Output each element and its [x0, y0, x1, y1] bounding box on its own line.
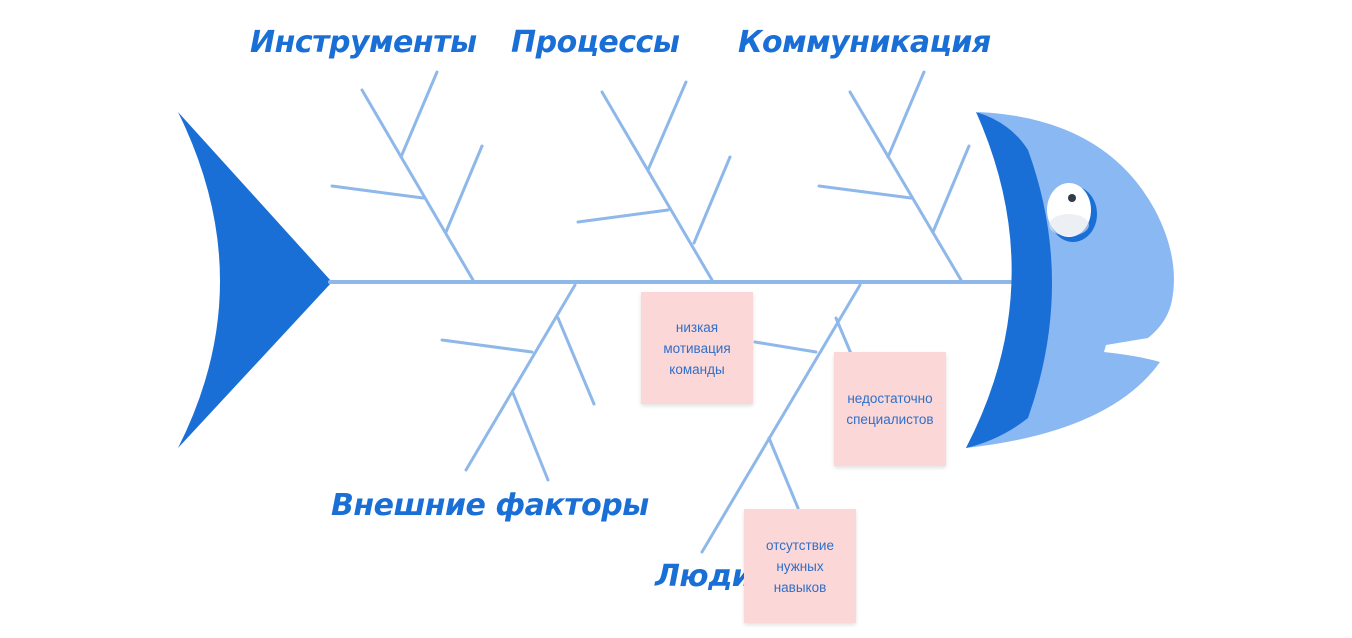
sticky-note-no-skills[interactable]: отсутствие нужных навыков — [744, 509, 856, 623]
fish-gill — [966, 112, 1052, 448]
sticky-note-few-specialists[interactable]: недостаточно специалистов — [834, 352, 946, 466]
bone-communication — [817, 70, 971, 282]
fish-eye-lid — [1049, 214, 1089, 236]
sticky-note-text: низкая мотивация команды — [663, 319, 731, 377]
category-label-external: Внешние факторы — [331, 488, 649, 523]
sticky-note-text: отсутствие нужных навыков — [766, 537, 834, 595]
sticky-note-text: недостаточно специалистов — [846, 391, 934, 427]
bone-processes — [576, 80, 732, 282]
bone-external — [440, 283, 596, 482]
category-label-communication: Коммуникация — [738, 25, 991, 60]
bone-people — [700, 283, 862, 554]
category-label-people: Люди — [655, 559, 753, 594]
fish-tail — [178, 112, 332, 448]
category-label-processes: Процессы — [511, 25, 680, 60]
category-label-tools: Инструменты — [250, 25, 477, 60]
sticky-note-low-motivation[interactable]: низкая мотивация команды — [641, 292, 753, 404]
bone-tools — [330, 70, 484, 282]
fish-pupil — [1068, 194, 1076, 202]
